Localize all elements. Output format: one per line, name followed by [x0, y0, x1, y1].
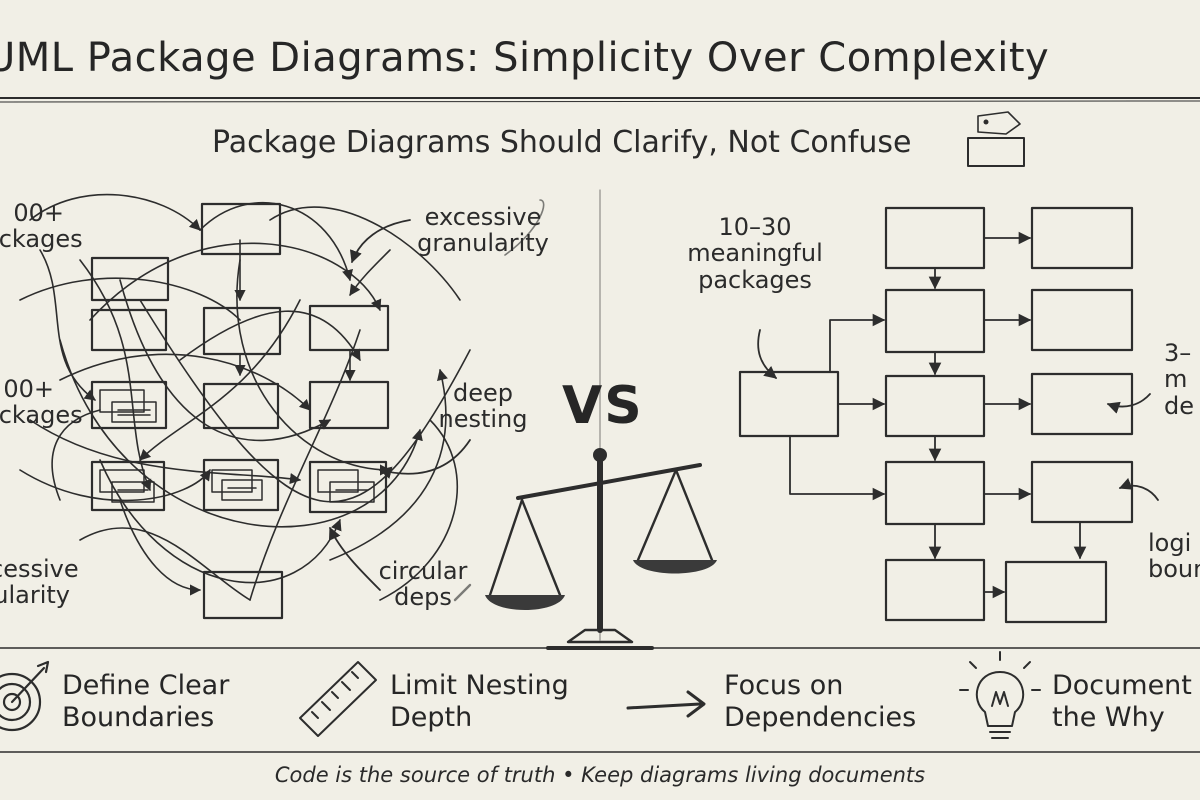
annotation-excessive-granularity: excessive granularity: [417, 203, 549, 258]
target-icon: [0, 660, 50, 732]
annotation-granularity-bottom: cessive ularity: [0, 555, 79, 610]
annotation-dependencies: 3– m de: [1164, 340, 1194, 420]
tip-define-boundaries: Define Clear Boundaries: [62, 670, 230, 734]
annotation-package-count-mid: 00+ ackages: [0, 375, 83, 430]
tip-document-why: Document the Why: [1052, 670, 1192, 734]
balance-scale-icon: [453, 448, 717, 650]
tangled-package-diagram: [19, 193, 545, 620]
tip-limit-nesting: Limit Nesting Depth: [390, 670, 569, 734]
arrow-right-icon: [626, 690, 706, 718]
footer-note: Code is the source of truth • Keep diagr…: [274, 763, 926, 787]
clean-package-diagram: [738, 206, 1159, 624]
page-subtitle: Package Diagrams Should Clarify, Not Con…: [212, 125, 912, 160]
package-icon: [967, 111, 1025, 167]
annotation-package-count-top: 00+ ackages: [0, 199, 83, 254]
left-annotation-pointers: [328, 219, 471, 591]
page-title: UML Package Diagrams: Simplicity Over Co…: [0, 35, 1050, 81]
title-divider: [0, 97, 1200, 103]
annotation-circular-deps: circular deps: [378, 557, 468, 612]
annotation-meaningful-packages: 10–30 meaningful packages: [687, 213, 823, 294]
annotation-logical-boundaries: logi bound: [1148, 530, 1200, 583]
clean-dependency-arrows: [789, 231, 1087, 599]
tangled-package-boxes: [90, 202, 390, 620]
lightbulb-icon: [959, 651, 1041, 739]
versus-label: VS: [562, 376, 644, 436]
tip-focus-dependencies: Focus on Dependencies: [724, 670, 917, 734]
right-annotation-pointers: [757, 329, 1159, 501]
nested-package-frames: [99, 389, 375, 503]
annotation-deep-nesting: deep nesting: [438, 379, 528, 434]
ruler-icon: [299, 661, 377, 737]
